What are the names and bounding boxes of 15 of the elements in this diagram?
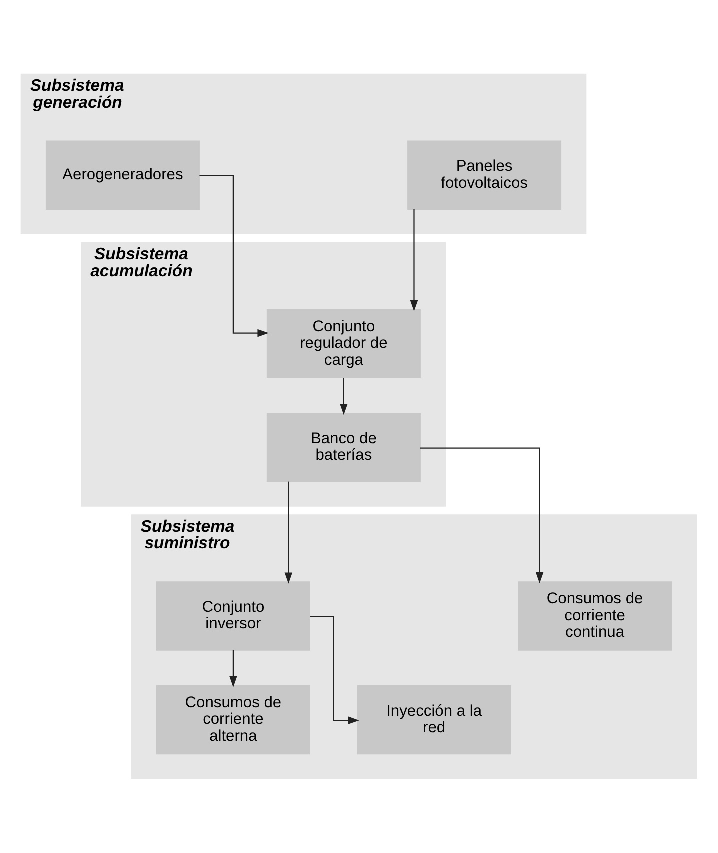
arrow xyxy=(310,616,360,724)
arrow xyxy=(284,482,293,584)
node-box: Aerogeneradores xyxy=(46,140,200,210)
arrow xyxy=(340,378,348,416)
node-box: Paneles fotovoltaicos xyxy=(408,140,562,210)
node-box: Conjunto regulador de carga xyxy=(266,309,421,379)
arrow xyxy=(420,448,544,584)
arrow xyxy=(230,650,238,688)
arrow xyxy=(200,175,269,338)
node-box: Inyección a la red xyxy=(357,685,512,755)
node-box: Consumos de corriente alterna xyxy=(156,685,310,755)
node-box: Banco de baterías xyxy=(266,413,421,482)
arrow xyxy=(410,210,418,312)
node-box: Conjunto inversor xyxy=(156,582,310,651)
node-box: Consumos de corriente continua xyxy=(518,582,672,651)
